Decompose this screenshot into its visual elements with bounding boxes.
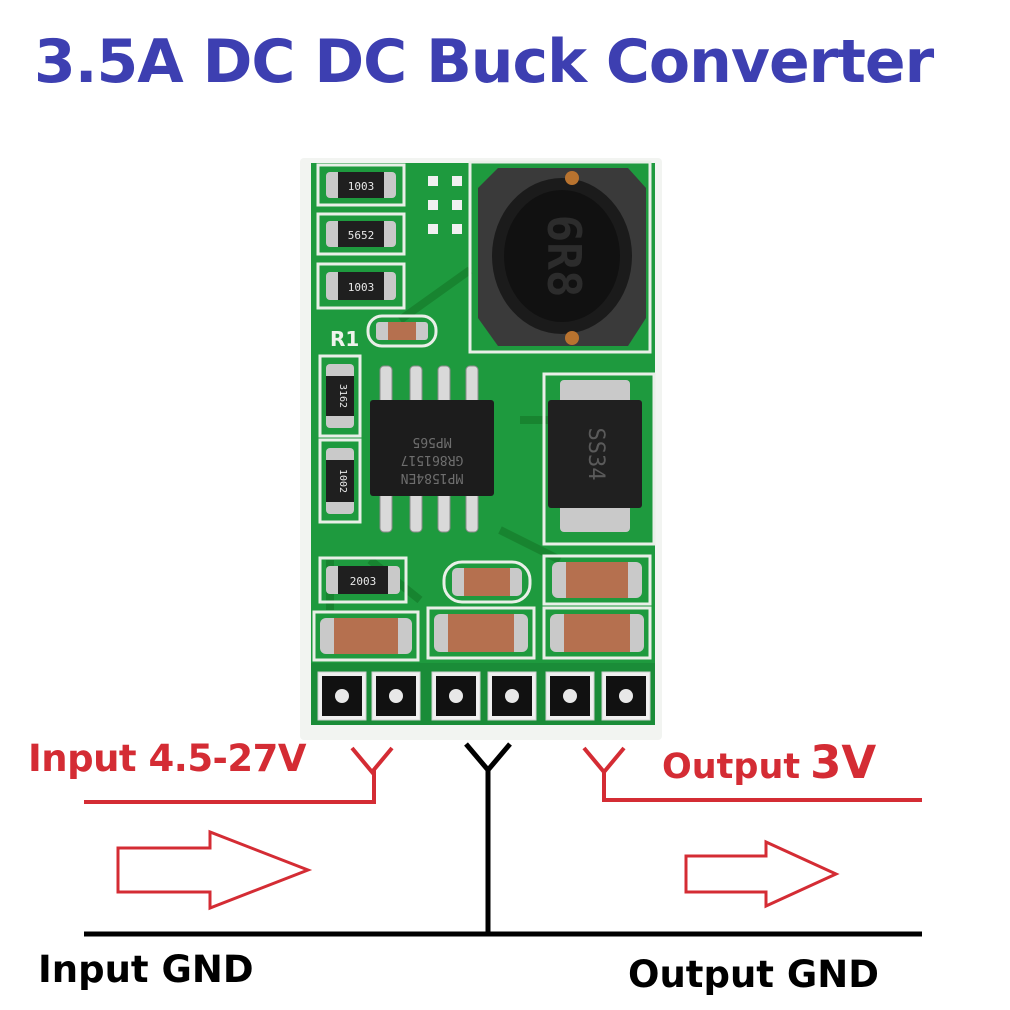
input-gnd-label: Input GND: [38, 948, 254, 991]
resistor-bottom-left: 2003: [318, 556, 408, 604]
capacitor-bottom-1: [312, 610, 420, 662]
capacitor-r1: [366, 314, 438, 348]
r1-silk-label: R1: [330, 327, 359, 351]
resistor-r-second: 5652: [316, 212, 406, 256]
arrow-right-icon: [116, 829, 313, 911]
resistor-marking: 2003: [350, 575, 377, 588]
pin-4: [487, 671, 537, 721]
header-pins: [317, 671, 651, 721]
input-voltage-range: 4.5-27V: [148, 737, 307, 780]
ic-marking-line-1: MP1584EN: [401, 470, 464, 485]
ic-marking-line-3: MP565: [412, 434, 451, 449]
input-voltage-prefix: Input: [28, 737, 137, 780]
pcb-header-strip: [311, 663, 655, 725]
resistor-r-top: 1003: [316, 163, 406, 207]
resistor-marking: 1003: [348, 180, 375, 193]
via-grid: [428, 176, 462, 234]
output-gnd-label: Output GND: [628, 953, 879, 996]
capacitor-right-upper: [542, 554, 652, 606]
page-title: 3.5A DC DC Buck Converter: [34, 27, 934, 97]
resistor-marking: 1003: [348, 281, 375, 294]
input-wire: [84, 746, 394, 804]
arrow-right-icon: [684, 839, 840, 909]
output-wire: [582, 746, 922, 802]
inductor: 6R8: [468, 160, 652, 354]
resistor-vertical-1: 3162: [318, 354, 362, 438]
pin-1: [317, 671, 367, 721]
pcb-board: 1003 5652 1003 R1 3162: [300, 158, 662, 740]
diode-marking: SS34: [583, 428, 608, 481]
capacitor-bottom-3: [542, 606, 652, 660]
pin-3: [431, 671, 481, 721]
resistor-marking: 1002: [337, 469, 348, 493]
inductor-marking: 6R8: [537, 214, 591, 297]
output-voltage-value: 3V: [810, 736, 877, 789]
capacitor-mid: [442, 560, 532, 604]
resistor-marking: 3162: [337, 384, 348, 408]
pin-5: [545, 671, 595, 721]
resistor-vertical-2: 1002: [318, 438, 362, 524]
pin-2: [371, 671, 421, 721]
schottky-diode: SS34: [542, 372, 656, 546]
ic-chip: MP1584EN GR861517 MP565: [370, 365, 494, 533]
input-voltage-label: Input 4.5-27V: [28, 734, 307, 784]
ic-marking-line-2: GR861517: [401, 452, 464, 467]
ground-wire: [84, 742, 922, 937]
pin-6: [601, 671, 651, 721]
resistor-r-third: 1003: [316, 262, 406, 310]
capacitor-bottom-2: [426, 606, 536, 660]
resistor-marking: 5652: [348, 229, 375, 242]
output-voltage-prefix: Output: [662, 747, 801, 787]
